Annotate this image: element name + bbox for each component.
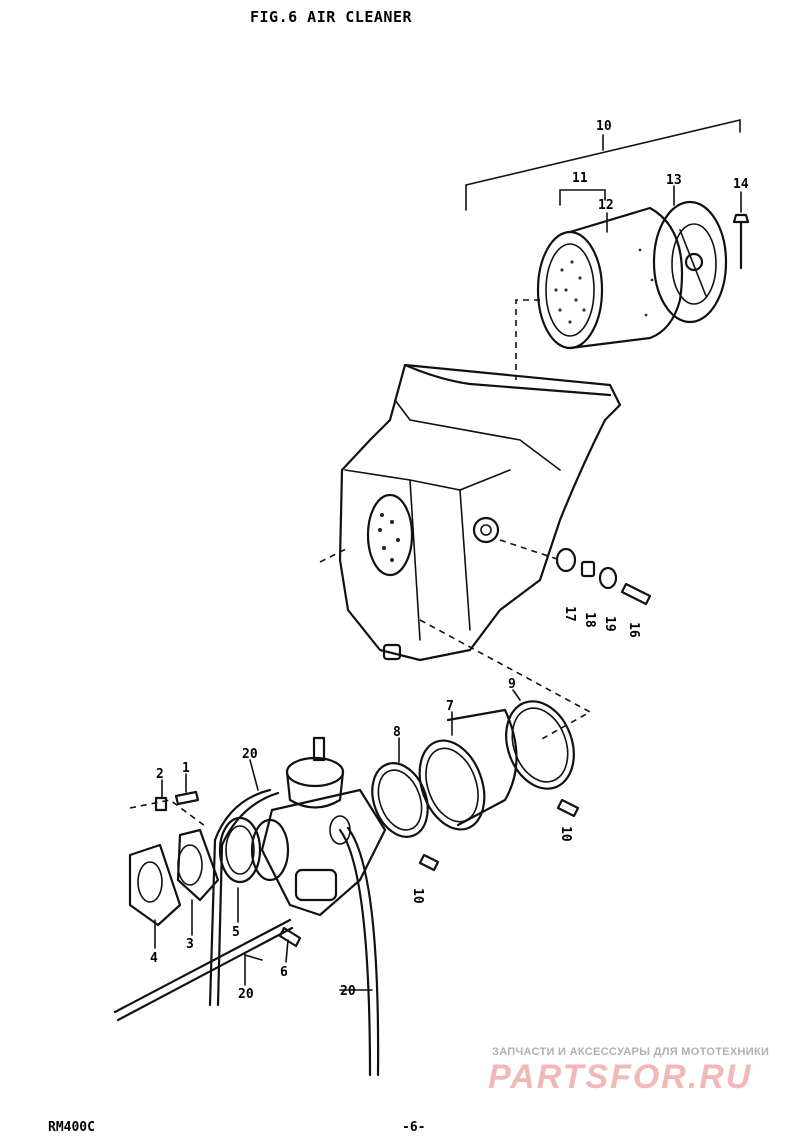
callout-7: 7 <box>446 699 454 714</box>
watermark-logo: PARTSFOR.RU <box>488 1058 753 1096</box>
callout-2: 2 <box>156 767 164 782</box>
mount-hardware <box>499 539 652 606</box>
callout-1: 1 <box>182 761 190 776</box>
callout-3: 3 <box>186 937 194 952</box>
callout-15: 14 <box>733 177 749 192</box>
callout-6: 6 <box>280 965 288 980</box>
figure-title: FIG.6 AIR CLEANER <box>250 8 413 26</box>
page-number: -6- <box>402 1120 426 1135</box>
callout-11: 10 <box>596 119 612 134</box>
callout-13: 12 <box>598 198 614 213</box>
intake-duct <box>371 700 580 872</box>
callout-4: 4 <box>150 951 158 966</box>
assembly-bracket-11 <box>465 118 741 211</box>
callout-12: 11 <box>572 171 588 186</box>
callout-14: 13 <box>666 173 682 188</box>
callout-20-mid: 20 <box>238 987 254 1002</box>
carburetor <box>250 736 387 917</box>
callout-10-right: 10 <box>558 826 573 842</box>
callout-19: 19 <box>602 616 617 632</box>
air-cleaner-case <box>338 363 622 662</box>
model-code: RM400C <box>48 1120 95 1135</box>
callout-8: 8 <box>393 725 401 740</box>
callout-20-bottom: 20 <box>340 984 356 999</box>
callout-20-top: 20 <box>242 747 258 762</box>
vent-hoses <box>113 788 380 1077</box>
callout-16: 16 <box>626 622 641 638</box>
filter-element <box>536 206 684 350</box>
cover-plate <box>652 200 728 324</box>
leader-lines <box>154 185 742 991</box>
callout-18: 18 <box>582 612 597 628</box>
callout-10-left: 10 <box>410 888 425 904</box>
watermark-tagline: ЗАПЧАСТИ И АКСЕССУАРЫ ДЛЯ МОТОТЕХНИКИ <box>492 1046 770 1058</box>
callout-5: 5 <box>232 925 240 940</box>
callout-17: 17 <box>562 606 577 622</box>
wing-bolt <box>732 213 750 270</box>
callout-9: 9 <box>508 677 516 692</box>
